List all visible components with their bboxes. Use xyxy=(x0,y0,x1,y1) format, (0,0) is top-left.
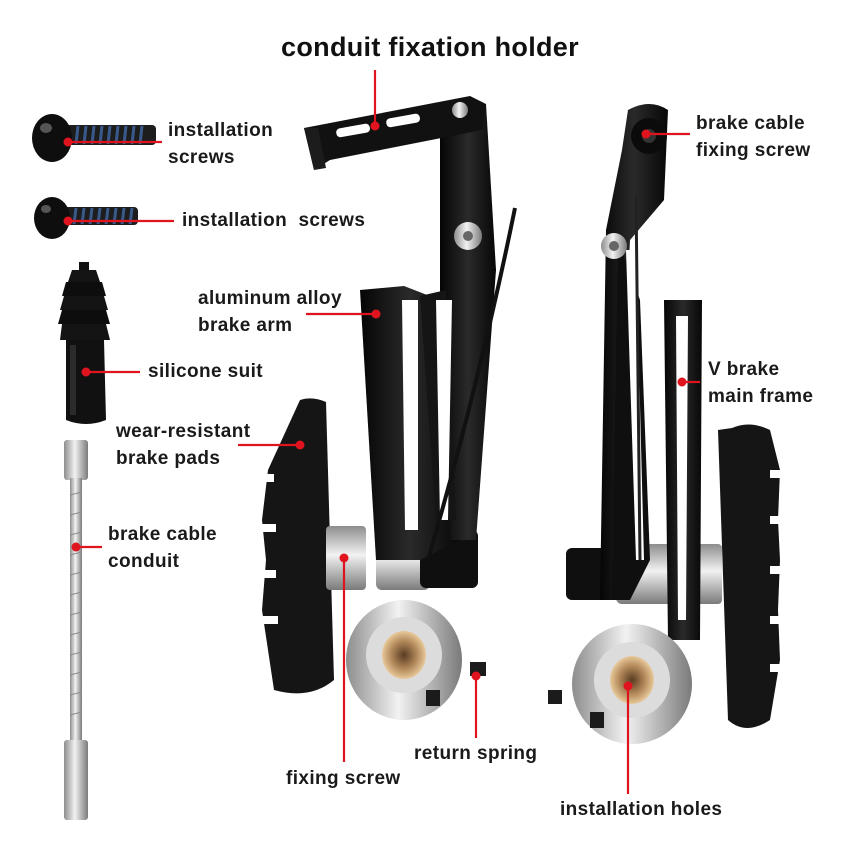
left-pivot xyxy=(346,600,486,720)
leader-dot-brake-arm xyxy=(371,309,381,319)
right-brake-pad xyxy=(718,424,786,728)
label-line: installation xyxy=(168,120,274,141)
label-line: return spring xyxy=(414,743,538,764)
label-installation-holes: installation holes xyxy=(560,796,722,823)
label-installation-screws-2: installation screws xyxy=(182,207,365,234)
leader-dot-screw-1 xyxy=(63,137,73,147)
label-v-brake-main-frame: V brake main frame xyxy=(708,356,813,410)
label-line: installation screws xyxy=(182,210,366,231)
diagram-title: conduit fixation holder xyxy=(281,32,579,62)
silicone-suit xyxy=(58,262,110,424)
label-line: fixing screw xyxy=(286,768,401,789)
label-line: silicone suit xyxy=(148,361,264,382)
left-brake-arm xyxy=(304,96,517,561)
label-installation-screws-1: installation screws xyxy=(168,117,273,171)
leader-dot-screw-2 xyxy=(63,216,73,226)
leader-dot-main-frame xyxy=(677,377,687,387)
label-line: brake pads xyxy=(116,448,221,469)
label-silicone-suit: silicone suit xyxy=(148,358,263,385)
label-line: brake cable xyxy=(696,113,805,134)
label-line: V brake xyxy=(708,359,780,380)
leader-dot-conduit-holder xyxy=(370,121,380,131)
leader-lines xyxy=(63,70,700,794)
leader-dot-silicone-suit xyxy=(81,367,91,377)
label-line: conduit xyxy=(108,551,180,572)
label-fixing-screw: fixing screw xyxy=(286,765,401,792)
left-brake-pad xyxy=(258,398,334,694)
right-brake-arm xyxy=(600,104,702,640)
label-brake-cable-conduit: brake cable conduit xyxy=(108,521,217,575)
label-line: installation holes xyxy=(560,799,723,820)
leader-dot-fixing-screw xyxy=(339,553,349,563)
leader-dot-return-spring xyxy=(471,671,481,681)
label-line: screws xyxy=(168,147,235,168)
installation-screw-1 xyxy=(32,114,156,162)
label-line: wear-resistant xyxy=(116,421,251,442)
label-line: aluminum alloy xyxy=(198,288,342,309)
leader-dot-brake-pads xyxy=(295,440,305,450)
right-pivot xyxy=(548,624,692,744)
label-line: brake cable xyxy=(108,524,217,545)
installation-screw-2 xyxy=(34,197,138,239)
label-brake-cable-fixing-screw: brake cable fixing screw xyxy=(696,110,811,164)
label-line: fixing screw xyxy=(696,140,811,161)
label-return-spring: return spring xyxy=(414,740,537,767)
label-aluminum-alloy-arm: aluminum alloy brake arm xyxy=(198,285,342,339)
brake-cable-conduit xyxy=(64,440,88,820)
label-line: brake arm xyxy=(198,315,293,336)
leader-dot-installation-holes xyxy=(623,681,633,691)
leader-dot-cable-fixing-screw xyxy=(641,129,651,139)
label-line: main frame xyxy=(708,386,814,407)
label-wear-resistant-pads: wear-resistant brake pads xyxy=(116,418,250,472)
leader-dot-conduit xyxy=(71,542,81,552)
